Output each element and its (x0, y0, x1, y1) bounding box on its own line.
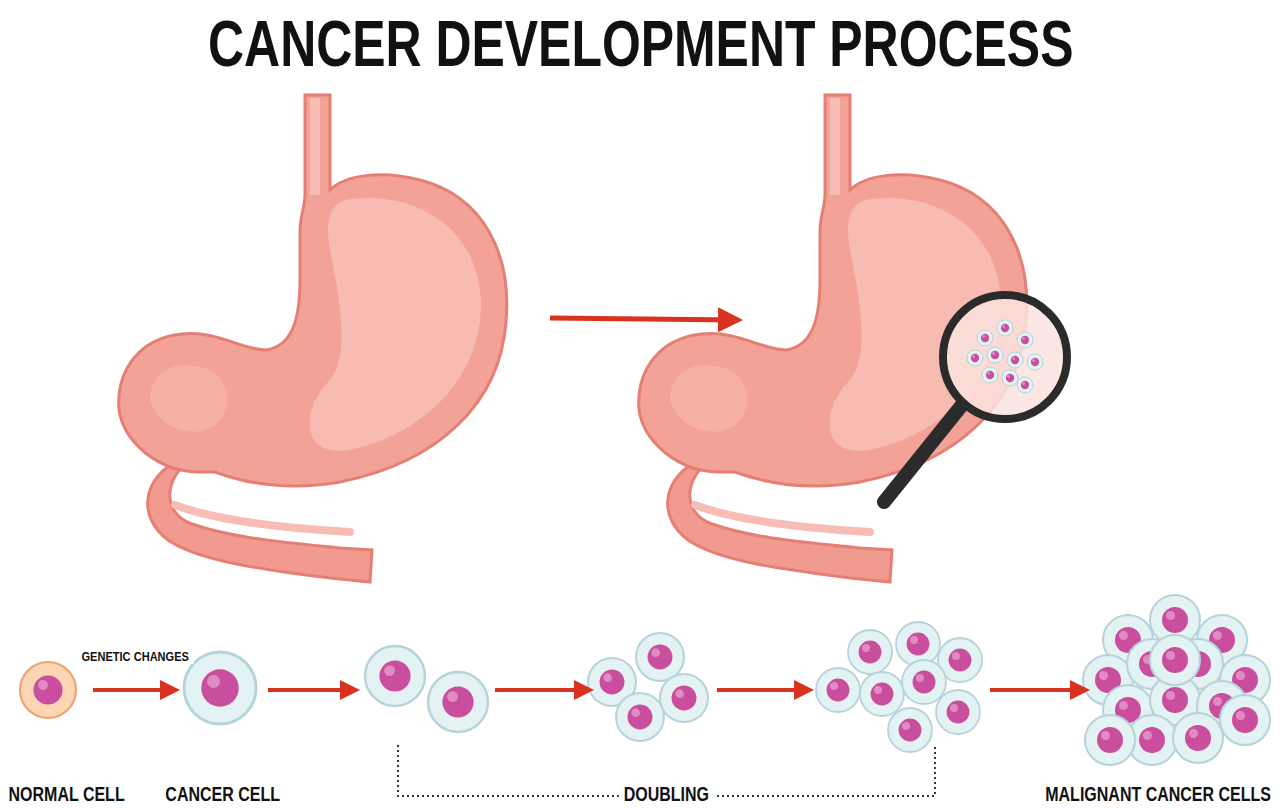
stage-label: MALIGNANT CANCER CELLS (1041, 783, 1276, 805)
bracket-label: DOUBLING (618, 783, 713, 805)
cancer-cell (1017, 332, 1033, 348)
cancer-cell (860, 672, 904, 716)
diagram-title: CANCER DEVELOPMENT PROCESS (203, 9, 1078, 79)
cell-sequence (20, 595, 1270, 765)
normal-stomach (119, 95, 507, 582)
cancer-cell (896, 622, 940, 666)
step-label: GENETIC CHANGES (76, 650, 194, 664)
cancer-cell (902, 660, 946, 704)
cancer-cell (428, 672, 488, 732)
lens-cells (967, 320, 1043, 393)
cancer-cell (816, 668, 860, 712)
cancer-cell (982, 367, 998, 383)
cancer-cell (1085, 715, 1135, 765)
cancer-cell (365, 646, 425, 706)
cancer-cell (987, 347, 1003, 363)
normal-cell (20, 662, 76, 718)
stage-label: CANCER CELL (160, 783, 284, 805)
cancer-cell (888, 708, 932, 752)
cancer-cell (1150, 635, 1200, 685)
cancer-cell (1017, 377, 1033, 393)
cancer-cell (1007, 352, 1023, 368)
cancer-cell (967, 350, 983, 366)
cancer-cell (636, 633, 684, 681)
cancer-cell (997, 320, 1013, 336)
cancer-cell (616, 693, 664, 741)
cancer-cell (1220, 695, 1270, 745)
magnifier-lens (943, 295, 1067, 419)
cancer-cell (1002, 370, 1018, 386)
cancer-cell (1027, 354, 1043, 370)
cancer-cell (1173, 713, 1223, 763)
cancer-cell (184, 652, 256, 724)
cancer-cell (660, 674, 708, 722)
progress-arrow (550, 318, 738, 320)
stage-label: NORMAL CELL (4, 783, 130, 805)
cancer-cell (977, 330, 993, 346)
magnifier-handle (884, 405, 962, 502)
cancer-cell (848, 630, 892, 674)
cell-arrows (93, 688, 1086, 692)
cancer-cell (936, 690, 980, 734)
